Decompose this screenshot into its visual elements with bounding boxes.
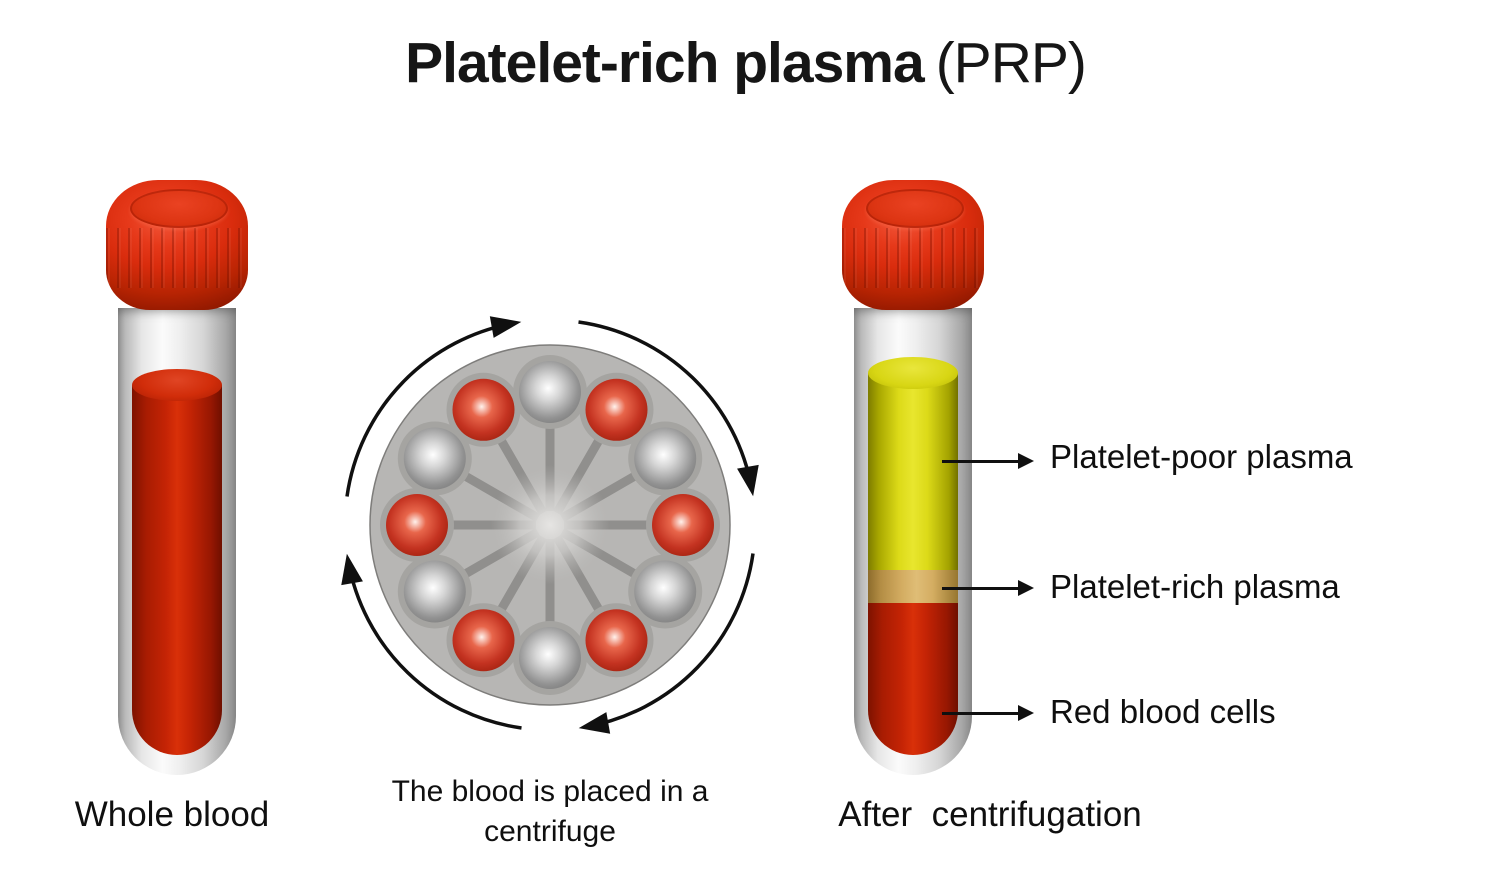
cap-ribs [842,228,984,288]
platelet-rich-plasma-layer [868,570,958,603]
red-blood-cells-layer [868,603,958,755]
cap-top [866,189,964,229]
blood-surface [132,369,222,401]
sample-ball-red [452,609,515,672]
rotation-arrow-right [578,320,759,497]
sample-ball-red [585,378,648,441]
cap-ribs [106,228,248,288]
separated-blood-tube [842,180,984,775]
plasma-surface [868,357,958,389]
sample-ball-gray [634,560,697,623]
platelet-poor-plasma-arrow [942,453,1034,469]
rotation-arrow-left [341,553,522,730]
tube-cap [106,180,248,310]
after-centrifugation-label: After centrifugation [838,795,1142,834]
sample-ball-gray [634,427,697,490]
rotation-arrow-top [345,316,522,497]
sample-ball-red [652,494,714,556]
sample-ball-red [386,494,448,556]
rotor-hub [490,465,610,585]
red-blood-cells-arrow [942,705,1034,721]
title-suffix: (PRP) [935,31,1087,95]
centrifuge-illustration [341,316,759,734]
sample-ball-gray [403,560,466,623]
platelet-poor-plasma-label: Platelet-poor plasma [1050,438,1353,475]
whole-blood-label: Whole blood [74,795,270,834]
sample-ball-gray [519,361,581,423]
rotation-arrow-bottom [578,553,755,734]
title-main: Platelet-rich plasma [405,31,925,95]
sample-ball-red [585,609,648,672]
sample-ball-gray [403,427,466,490]
cap-top [130,189,228,229]
red-blood-cells-label: Red blood cells [1050,693,1276,730]
page-title: Platelet-rich plasma(PRP) [0,30,1491,96]
whole-blood-tube [106,180,248,775]
whole-blood-fill [132,369,222,755]
platelet-poor-plasma-layer [868,357,958,570]
platelet-rich-plasma-arrow [942,580,1034,596]
platelet-rich-plasma-label: Platelet-rich plasma [1050,568,1340,605]
rotation-arrows [341,316,759,734]
sample-tubes-top-view [380,355,720,695]
centrifuge-caption: The blood is placed in a centrifuge [391,775,709,848]
tube-cap [842,180,984,310]
sample-ball-red [452,378,515,441]
sample-ball-gray [519,627,581,689]
